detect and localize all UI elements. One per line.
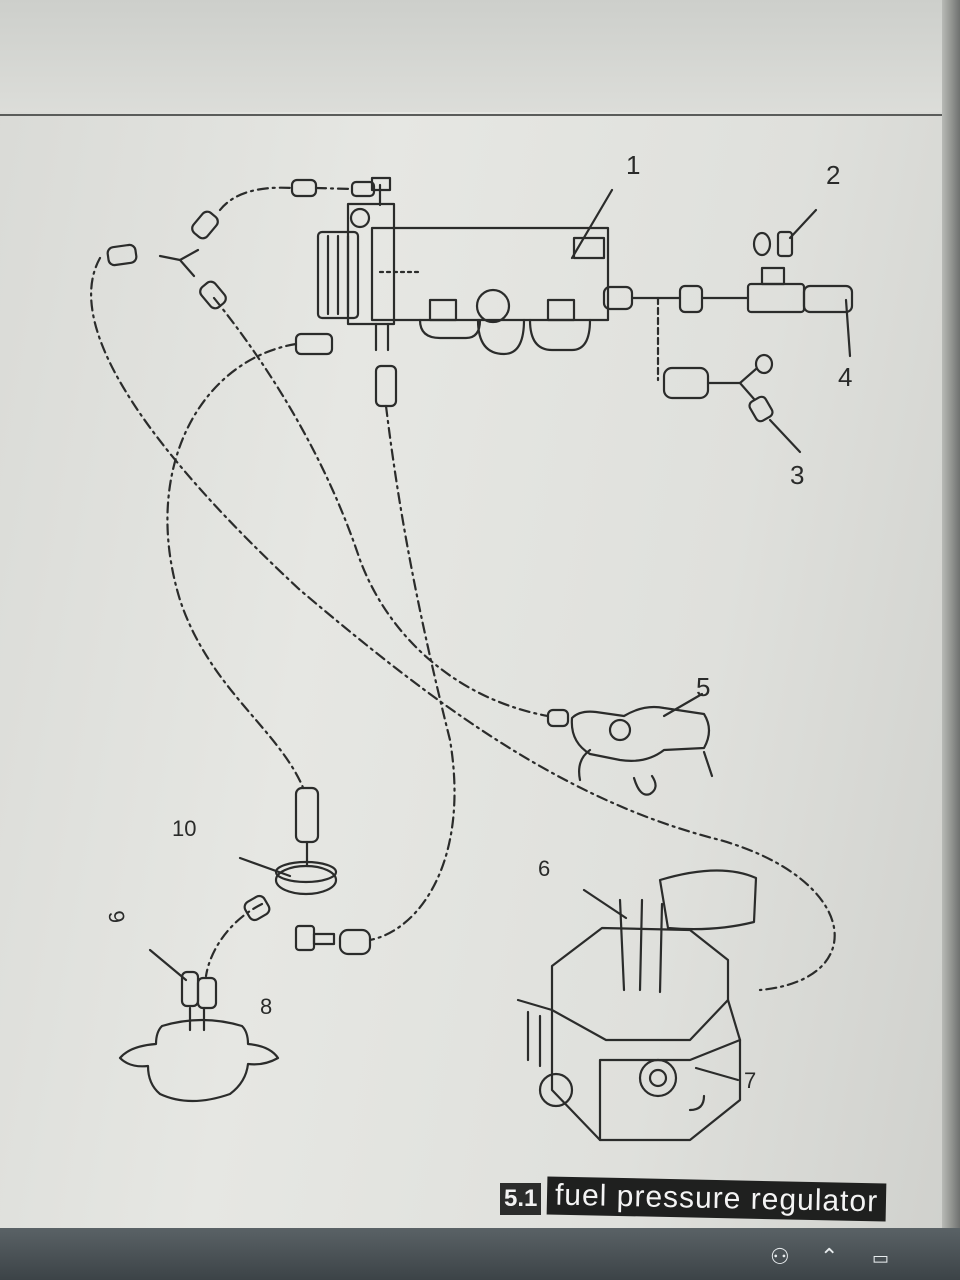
blank-page-margin [0,0,960,112]
component-2-sensor-b [776,230,794,258]
callout-3: 3 [790,460,805,490]
battery-icon[interactable]: ▭ [872,1248,890,1268]
page-divider-line [0,114,945,116]
component-10-regulator-diaphragm [274,864,338,896]
assembly-body [370,226,610,322]
callout-1: 1 [626,150,641,180]
figure-caption: 5.1 fuel pressure regulator [500,1176,887,1222]
component-8-9-10-regulator [118,786,372,1103]
component-3-connector [662,366,710,400]
chevron-up-icon[interactable]: ⌃ [820,1244,839,1269]
component-2-sensor-a [752,231,772,257]
component-7-fitting [638,1058,678,1098]
assembly-left-flange [316,230,360,320]
component-6-7-intake [516,869,758,1142]
callout-6: 6 [538,856,551,881]
caption-number: 5.1 [500,1183,542,1215]
monitor-bezel [942,0,960,1280]
regulator-hose-stub [294,786,320,844]
component-9-valve-b [196,976,218,1010]
taskbar [0,1228,960,1280]
people-icon[interactable]: ⚇ [770,1244,790,1269]
callout-8: 8 [260,994,273,1019]
component-6-air-horn [658,869,758,931]
component-2-3-4-pipework [570,188,854,454]
assembly-round-port [475,288,511,324]
component-1-assembly [316,176,634,356]
callout-5: 5 [696,672,711,702]
hose-connectors-upper [106,178,398,408]
component-5-throttle-housing [546,692,714,796]
callout-2: 2 [826,160,841,190]
callout-4: 4 [838,362,853,392]
callout-10: 10 [172,816,197,841]
assembly-center-block [346,202,396,326]
component-9-valve-a [180,970,200,1008]
callout-7: 7 [744,1068,757,1093]
vacuum-hoses [90,186,836,992]
caption-text-highlighted[interactable]: fuel pressure regulator [547,1176,887,1222]
component-4-pipe-end [802,284,854,314]
